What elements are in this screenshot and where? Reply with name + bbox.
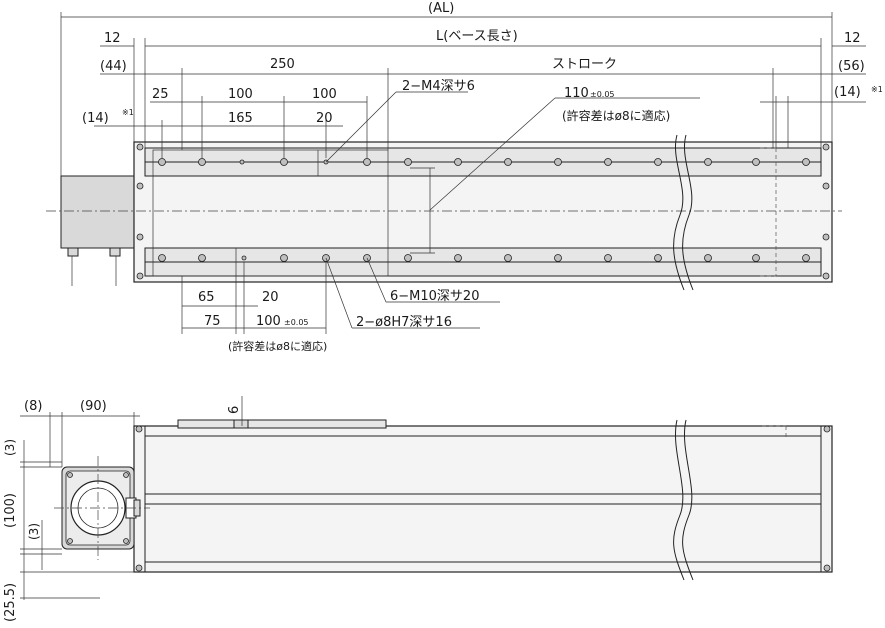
label-base-length: L(ベース長さ): [436, 29, 518, 44]
label-al: (AL): [428, 1, 454, 16]
label-tol-note-bottom: (許容差はø8に適応): [228, 339, 327, 353]
label-side-90: (90): [80, 399, 107, 414]
label-250: 250: [270, 57, 295, 72]
label-tol-note-top: (許容差はø8に適応): [562, 108, 670, 123]
label-tol-110: ±0.05: [590, 90, 615, 99]
label-75: 75: [204, 314, 221, 329]
top-view: [46, 12, 866, 334]
label-side-3a: (3): [3, 439, 17, 456]
label-100a: 100: [228, 87, 253, 102]
label-right-56: (56): [838, 59, 865, 74]
slide-table: [152, 149, 389, 277]
label-165: 165: [228, 111, 253, 126]
label-left-12: 12: [104, 31, 121, 46]
label-side-25-5: (25.5): [3, 583, 18, 622]
break-line: [673, 134, 685, 291]
label-left-44: (44): [100, 59, 127, 74]
label-side-3b: (3): [27, 523, 41, 540]
label-stroke: ストローク: [552, 57, 617, 72]
label-tol-100: ±0.05: [284, 318, 309, 327]
label-side-100: (100): [3, 493, 18, 528]
actuator-body-side: [133, 425, 833, 573]
label-right-12: 12: [844, 31, 861, 46]
label-20a: 20: [316, 111, 333, 126]
label-side-6: 6: [227, 406, 242, 414]
label-side-8: (8): [24, 399, 42, 414]
label-pin-h7: 2−ø8H7深サ16: [356, 315, 452, 330]
motor-block: [60, 175, 135, 249]
label-note-mark-right: ※1: [871, 85, 883, 94]
label-65: 65: [198, 290, 215, 305]
label-25: 25: [152, 87, 169, 102]
side-view: [20, 396, 833, 600]
label-tap-m10: 6−M10深サ20: [390, 289, 479, 304]
label-20b: 20: [262, 290, 279, 305]
lower-rail-holes: [158, 254, 810, 262]
label-tap-m4: 2−M4深サ6: [402, 79, 475, 94]
label-left-14: (14): [82, 111, 109, 126]
label-right-14: (14): [834, 85, 861, 100]
upper-rail-holes: [158, 158, 810, 166]
label-100b: 100: [312, 87, 337, 102]
label-100c: 100: [256, 314, 281, 329]
label-110: 110: [564, 86, 589, 101]
label-note-mark-left: ※1: [122, 108, 134, 117]
